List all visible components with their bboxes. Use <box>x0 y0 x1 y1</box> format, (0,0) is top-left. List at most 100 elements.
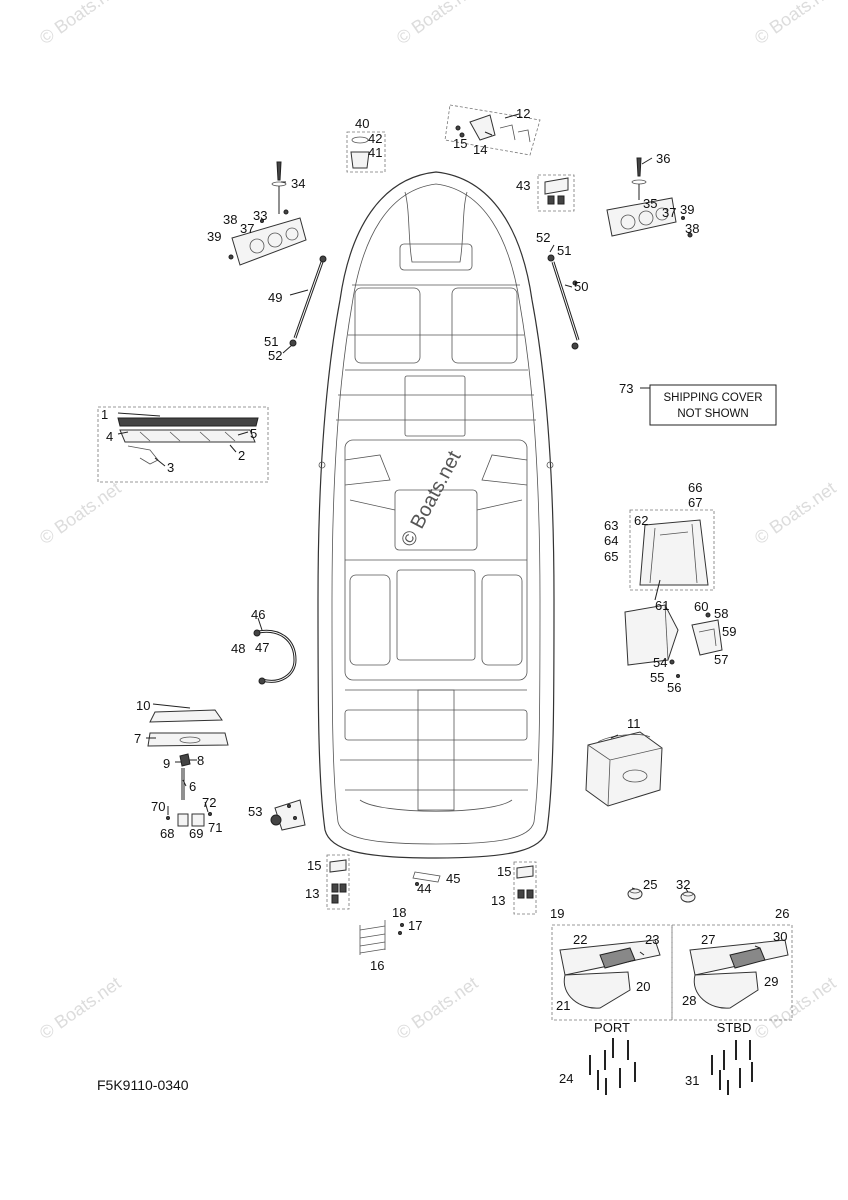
gas-strut-stbd <box>547 254 580 350</box>
callout-49: 49 <box>268 290 282 305</box>
callout-24: 24 <box>559 1071 573 1086</box>
callout-28: 28 <box>682 993 696 1008</box>
callout-15b: 15 <box>307 858 321 873</box>
callout-52b: 52 <box>536 230 550 245</box>
port-label: PORT <box>594 1020 630 1035</box>
callout-5: 5 <box>250 426 257 441</box>
callout-67: 67 <box>688 495 702 510</box>
callout-38a: 38 <box>223 212 237 227</box>
callout-30: 30 <box>773 929 787 944</box>
stbd-label: STBD <box>717 1020 752 1035</box>
cup-holder-insert <box>346 131 386 173</box>
center-watermark: © Boats.net <box>397 447 466 550</box>
callout-41: 41 <box>368 145 382 160</box>
callout-38b: 38 <box>685 221 699 236</box>
hinge-kit-bottom-stbd <box>513 861 537 915</box>
callout-14: 14 <box>473 142 487 157</box>
callout-4: 4 <box>106 429 113 444</box>
callout-18: 18 <box>392 905 406 920</box>
trim-tab-port <box>551 924 673 1021</box>
callout-71: 71 <box>208 820 222 835</box>
latch-44-45 <box>412 871 441 886</box>
callout-72: 72 <box>202 795 216 810</box>
callout-11: 11 <box>627 716 641 731</box>
stbd-cupholder-assembly <box>606 157 693 238</box>
callout-13a: 13 <box>305 886 319 901</box>
callout-7: 7 <box>134 731 141 746</box>
watermarks: © Boats.net © Boats.net © Boats.net © Bo… <box>36 0 840 1043</box>
callout-56: 56 <box>667 680 681 695</box>
callout-73: 73 <box>619 381 633 396</box>
callout-29: 29 <box>764 974 778 989</box>
watermark-text: © Boats.net <box>393 0 482 48</box>
callout-9: 9 <box>163 756 170 771</box>
callout-17: 17 <box>408 918 422 933</box>
latch-43 <box>537 174 575 212</box>
boat-hull <box>317 171 555 859</box>
callout-44: 44 <box>417 881 431 896</box>
watermark-text: © Boats.net <box>36 0 125 48</box>
callout-35: 35 <box>643 196 657 211</box>
callout-40: 40 <box>355 116 369 131</box>
watermark-text: © Boats.net <box>751 478 840 548</box>
callout-25: 25 <box>643 877 657 892</box>
trim-tab-stbd <box>671 924 793 1021</box>
callout-59: 59 <box>722 624 736 639</box>
callout-39a: 39 <box>207 229 221 244</box>
callout-62: 62 <box>634 513 648 528</box>
callout-32: 32 <box>676 877 690 892</box>
callout-57: 57 <box>714 652 728 667</box>
callout-68: 68 <box>160 826 174 841</box>
callout-15a: 15 <box>453 136 467 151</box>
callout-47: 47 <box>255 640 269 655</box>
callout-23: 23 <box>645 932 659 947</box>
callout-2: 2 <box>238 448 245 463</box>
watermark-text: © Boats.net <box>36 973 125 1043</box>
tow-light-assembly <box>147 709 229 827</box>
storage-bin-assembly <box>624 604 723 678</box>
callout-1: 1 <box>101 407 108 422</box>
watermark-text: © Boats.net <box>751 0 840 48</box>
callout-26: 26 <box>775 906 789 921</box>
callout-19: 19 <box>550 906 564 921</box>
callout-58: 58 <box>714 606 728 621</box>
rub-rail-assembly <box>97 406 269 483</box>
callout-33: 33 <box>253 208 267 223</box>
callout-37a: 37 <box>240 221 254 236</box>
callout-34: 34 <box>291 176 305 191</box>
callout-12: 12 <box>516 106 530 121</box>
switch-panel-53 <box>270 799 306 831</box>
callout-3: 3 <box>167 460 174 475</box>
callout-63: 63 <box>604 518 618 533</box>
callout-21: 21 <box>556 998 570 1013</box>
callout-48: 48 <box>231 641 245 656</box>
bolt-set-stbd <box>711 1040 753 1095</box>
note-line-2: NOT SHOWN <box>677 408 748 420</box>
note-box <box>649 384 777 426</box>
callout-66: 66 <box>688 480 702 495</box>
callout-65: 65 <box>604 549 618 564</box>
callout-13b: 13 <box>491 893 505 908</box>
diagram-code: F5K9110-0340 <box>97 1077 189 1093</box>
callout-20: 20 <box>636 979 650 994</box>
callout-27: 27 <box>701 932 715 947</box>
boarding-ladder <box>359 920 404 955</box>
leader-lines <box>117 113 761 956</box>
callout-37b: 37 <box>662 205 676 220</box>
callout-61: 61 <box>655 598 669 613</box>
callout-8: 8 <box>197 753 204 768</box>
callout-64: 64 <box>604 533 618 548</box>
note-line-1: SHIPPING COVER <box>663 392 762 404</box>
watermark-text: © Boats.net <box>36 478 125 548</box>
callout-69: 69 <box>189 826 203 841</box>
callout-70: 70 <box>151 799 165 814</box>
hinge-kit-bottom-port <box>326 854 350 910</box>
callout-42: 42 <box>368 131 382 146</box>
callout-45: 45 <box>446 871 460 886</box>
callout-10: 10 <box>136 698 150 713</box>
ski-tow-frame-assembly <box>629 509 715 601</box>
callout-36: 36 <box>656 151 670 166</box>
callout-52a: 52 <box>268 348 282 363</box>
callout-51a: 51 <box>264 334 278 349</box>
callout-50: 50 <box>574 279 588 294</box>
